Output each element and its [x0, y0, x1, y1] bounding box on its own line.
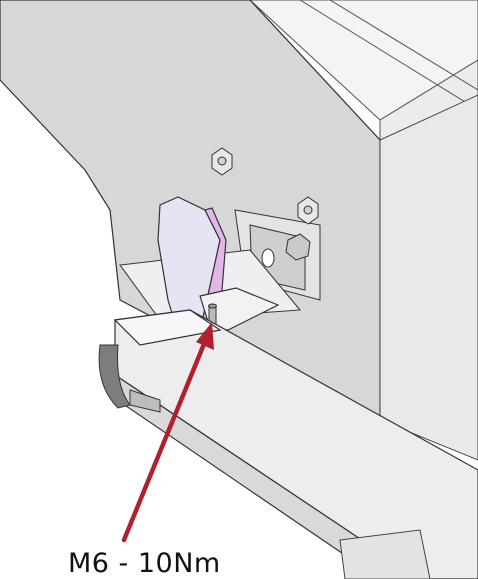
torque-label: M6 - 10Nm	[68, 548, 221, 579]
lower-frame	[109, 309, 478, 579]
latch-plate	[157, 196, 280, 342]
callout-arrow	[121, 322, 214, 543]
screw	[208, 303, 217, 325]
bolt-middle	[297, 196, 319, 225]
panel-right-face	[379, 94, 478, 461]
nut-right	[285, 233, 311, 261]
caster-wheel	[98, 344, 161, 413]
bolt-top	[211, 147, 233, 176]
bottom-bar	[339, 529, 431, 579]
